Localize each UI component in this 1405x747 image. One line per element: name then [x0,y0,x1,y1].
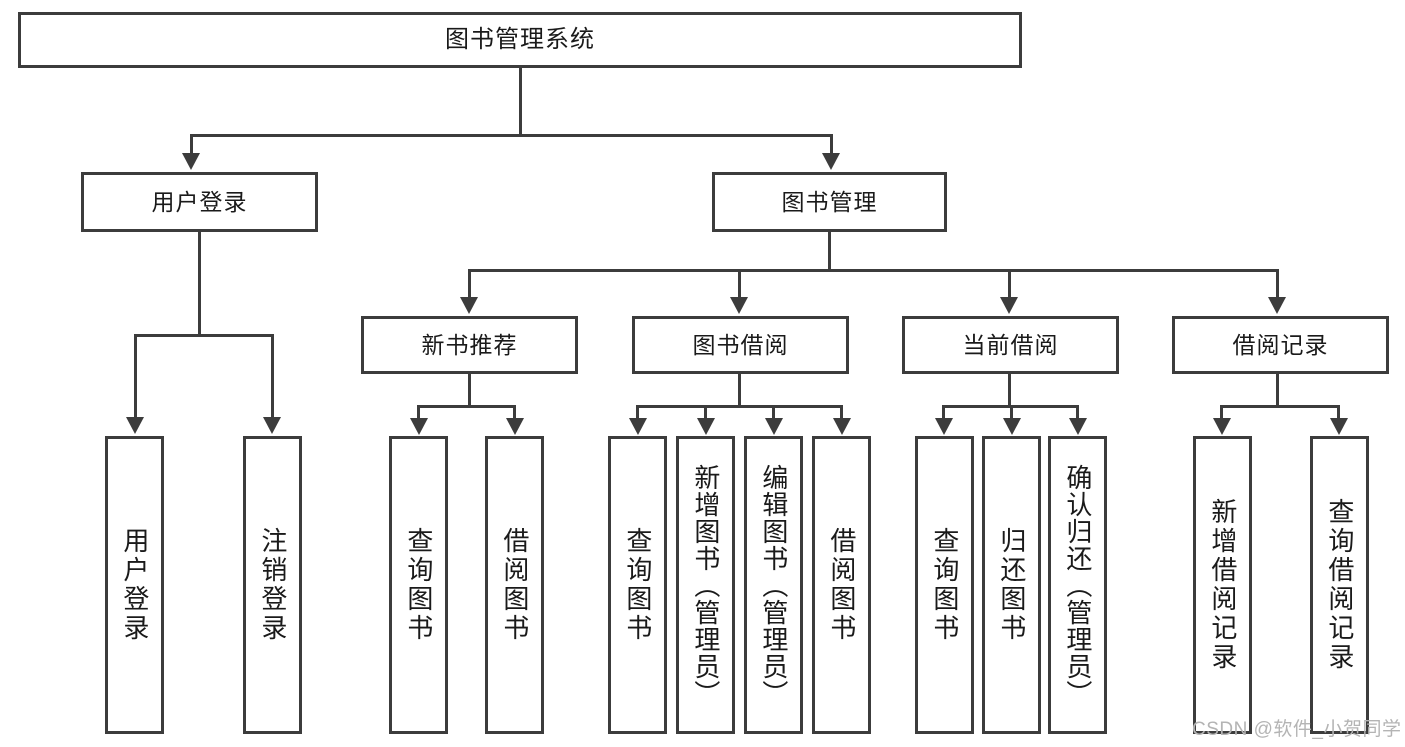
node-label: 注销登录 [257,527,288,643]
edge-new-book-leaf-2 [513,405,516,420]
node-label: 查询图书 [622,527,653,643]
edge-book-borrow-leaf-4 [840,405,843,420]
edge-user-login-stem [198,232,201,334]
edge-bm-to-book-borrow [738,269,741,299]
arrowhead-icon-root-to-user-login [182,153,200,170]
edge-bm-to-current-borrow [1008,269,1011,299]
arrowhead-icon-current-borrow-leaf-3 [1069,418,1087,435]
node-label: 归还图书 [996,527,1027,643]
node-book-management[interactable]: 图书管理 [712,172,947,232]
arrowhead-icon-book-borrow-leaf-2 [697,418,715,435]
node-label: 图书管理系统 [445,26,595,54]
node-label: 用户登录 [119,527,150,643]
node-label: 图书管理 [781,188,878,215]
node-label: 查询图书 [929,527,960,643]
arrowhead-icon-current-borrow-leaf-1 [935,418,953,435]
edge-current-borrow-leaf-3 [1076,405,1079,420]
node-label: 新书推荐 [421,331,518,358]
edge-borrow-record-bus [1220,405,1339,408]
edge-book-borrow-stem [738,374,741,407]
edge-bm-to-borrow-record [1276,269,1279,299]
arrowhead-icon-bm-current-borrow [1000,297,1018,314]
edge-book-borrow-leaf-2 [704,405,707,420]
arrowhead-icon-borrow-record-leaf-1 [1213,418,1231,435]
edge-book-borrow-leaf-3 [772,405,775,420]
node-current-borrow[interactable]: 当前借阅 [902,316,1119,374]
edge-root-stem [519,68,522,134]
leaf-book-borrow-1[interactable]: 查询图书 [608,436,667,734]
leaf-book-borrow-4[interactable]: 借阅图书 [812,436,871,734]
edge-new-book-stem [468,374,471,407]
leaf-current-borrow-3[interactable]: 确认归还（管理员） [1048,436,1107,734]
edge-book-management-bus [468,269,1279,272]
node-label: 新增借阅记录 [1207,498,1238,672]
arrowhead-icon-new-book-leaf-1 [410,418,428,435]
edge-new-book-leaf-1 [417,405,420,420]
leaf-user-login-2[interactable]: 注销登录 [243,436,302,734]
arrowhead-icon-book-borrow-leaf-4 [833,418,851,435]
edge-user-login-bus [134,334,273,337]
edge-current-borrow-leaf-2 [1010,405,1013,420]
node-user-login[interactable]: 用户登录 [81,172,318,232]
arrowhead-icon-user-login-leaf-1 [126,417,144,434]
node-label: 当前借阅 [962,331,1059,358]
node-label: 新增图书（管理员） [690,463,721,707]
edge-borrow-record-leaf-2 [1337,405,1340,420]
edge-user-login-to-leaf-1 [134,334,137,419]
arrowhead-icon-bm-book-borrow [730,297,748,314]
edge-borrow-record-leaf-1 [1220,405,1223,420]
arrowhead-icon-bm-borrow-record [1268,297,1286,314]
node-label: 查询借阅记录 [1324,498,1355,672]
leaf-book-borrow-3[interactable]: 编辑图书（管理员） [744,436,803,734]
edge-new-book-bus [417,405,515,408]
edge-root-bus [190,134,833,137]
edge-current-borrow-bus [942,405,1076,408]
node-root-book-management-system[interactable]: 图书管理系统 [18,12,1022,68]
arrowhead-icon-book-borrow-leaf-3 [765,418,783,435]
leaf-new-book-1[interactable]: 查询图书 [389,436,448,734]
edge-current-borrow-leaf-1 [942,405,945,420]
leaf-borrow-record-1[interactable]: 新增借阅记录 [1193,436,1252,734]
node-label: 图书借阅 [692,331,789,358]
node-label: 借阅图书 [499,527,530,643]
leaf-user-login-1[interactable]: 用户登录 [105,436,164,734]
edge-book-borrow-leaf-1 [636,405,639,420]
edge-current-borrow-stem [1008,374,1011,407]
leaf-borrow-record-2[interactable]: 查询借阅记录 [1310,436,1369,734]
arrowhead-icon-new-book-leaf-2 [506,418,524,435]
edge-root-to-book-management [830,134,833,155]
edge-borrow-record-stem [1276,374,1279,407]
arrowhead-icon-borrow-record-leaf-2 [1330,418,1348,435]
node-label: 借阅记录 [1232,331,1329,358]
node-borrow-record[interactable]: 借阅记录 [1172,316,1389,374]
edge-book-borrow-bus [636,405,842,408]
arrowhead-icon-user-login-leaf-2 [263,417,281,434]
edge-book-management-stem [828,232,831,272]
arrowhead-icon-current-borrow-leaf-2 [1003,418,1021,435]
arrowhead-icon-bm-new-book [460,297,478,314]
edge-root-to-user-login [190,134,193,155]
arrowhead-icon-book-borrow-leaf-1 [629,418,647,435]
arrowhead-icon-root-to-book-management [822,153,840,170]
node-label: 确认归还（管理员） [1062,463,1093,707]
node-new-book-recommend[interactable]: 新书推荐 [361,316,578,374]
node-label: 编辑图书（管理员） [758,463,789,707]
leaf-current-borrow-1[interactable]: 查询图书 [915,436,974,734]
watermark-text: CSDN @软件_小贺同学 [1192,719,1402,740]
leaf-current-borrow-2[interactable]: 归还图书 [982,436,1041,734]
edge-user-login-to-leaf-2 [271,334,274,419]
node-label: 借阅图书 [826,527,857,643]
node-label: 用户登录 [151,188,248,215]
leaf-book-borrow-2[interactable]: 新增图书（管理员） [676,436,735,734]
edge-bm-to-new-book [468,269,471,299]
node-label: 查询图书 [403,527,434,643]
node-book-borrow[interactable]: 图书借阅 [632,316,849,374]
leaf-new-book-2[interactable]: 借阅图书 [485,436,544,734]
